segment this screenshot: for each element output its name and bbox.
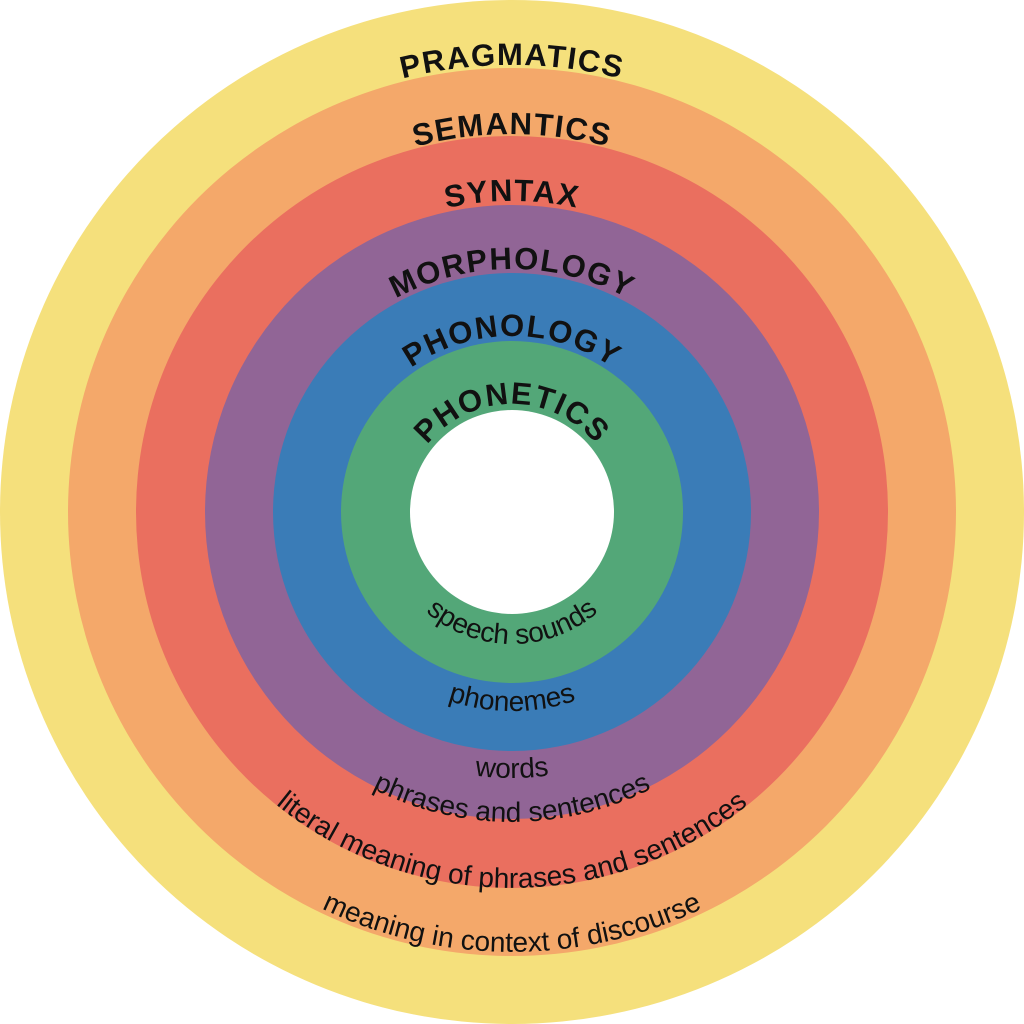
- morphology-description: words: [473, 751, 550, 785]
- center-hole: [410, 410, 614, 614]
